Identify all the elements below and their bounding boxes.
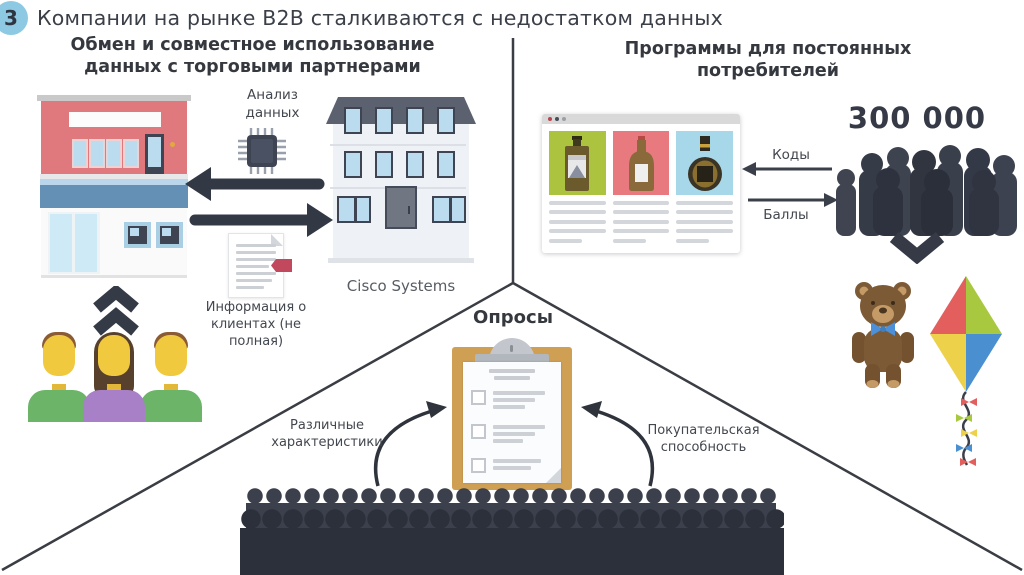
avatar-male-left — [28, 330, 90, 422]
teddy-bear-icon — [852, 282, 914, 388]
codes-label: Коды — [772, 147, 810, 163]
exchange-arrows-icon — [185, 167, 333, 237]
store-upper-floor — [41, 101, 187, 174]
window-dot-red — [548, 117, 552, 121]
chevron-down-icon — [889, 231, 945, 264]
double-chevron-up-icon — [93, 286, 139, 336]
kite-icon — [930, 276, 1002, 466]
customers-avatars-icon — [26, 330, 202, 422]
codes-points-arrows-icon — [742, 162, 838, 207]
retail-store-icon — [37, 95, 191, 281]
chip-label: Анализ данных — [245, 87, 300, 121]
purchasing-power-label: Покупательская способность — [647, 423, 760, 456]
red-tag-icon — [271, 259, 292, 272]
bottle-image-red — [612, 131, 670, 195]
browser-titlebar — [542, 114, 740, 124]
consumers-crowd-icon — [836, 145, 1017, 236]
section-heading-partners: Обмен и совместное использование данных … — [70, 35, 435, 78]
product-card — [549, 131, 606, 243]
store-glass-front — [48, 212, 100, 274]
store-roof — [37, 95, 191, 101]
survey-clipboard-icon — [452, 338, 572, 490]
processor-chip-icon — [238, 128, 286, 174]
office-building-icon — [326, 95, 476, 263]
points-label: Баллы — [763, 207, 809, 223]
product-card — [676, 131, 734, 243]
store-lower-floor — [41, 208, 187, 278]
client-info-document-icon — [228, 233, 292, 298]
bottle-image-blue — [676, 131, 734, 195]
section-heading-surveys: Опросы — [473, 307, 553, 328]
kite-tail-bows — [956, 398, 977, 466]
audience-crowd-front-row — [240, 508, 784, 575]
store-awning — [40, 185, 188, 208]
store-door — [145, 134, 164, 174]
store-sign — [69, 112, 161, 127]
store-lamp — [170, 142, 175, 147]
building-door — [385, 186, 417, 229]
section-heading-loyalty: Программы для постоянных потребителей — [624, 39, 912, 82]
window-dot-gray — [562, 117, 566, 121]
product-card — [612, 131, 670, 243]
page-fold — [271, 234, 283, 246]
paper-fold — [546, 468, 561, 483]
survey-paper — [463, 362, 561, 483]
window-dot-dark — [555, 117, 559, 121]
curved-arrows-icon — [373, 401, 655, 487]
online-store-window-icon — [542, 114, 740, 253]
avatar-male-right — [140, 330, 202, 422]
avatar-female-center — [83, 330, 145, 422]
page-title: Компании на рынке B2B сталкиваются с нед… — [37, 6, 723, 30]
step-number-badge: 3 — [0, 1, 28, 35]
consumer-count: 300 000 — [847, 101, 987, 135]
document-label: Информация о клиентах (не полная) — [205, 300, 307, 350]
characteristics-label: Различные характеристики — [271, 418, 383, 451]
bottle-image-green — [549, 131, 606, 195]
company-label: Cisco Systems — [346, 277, 456, 295]
